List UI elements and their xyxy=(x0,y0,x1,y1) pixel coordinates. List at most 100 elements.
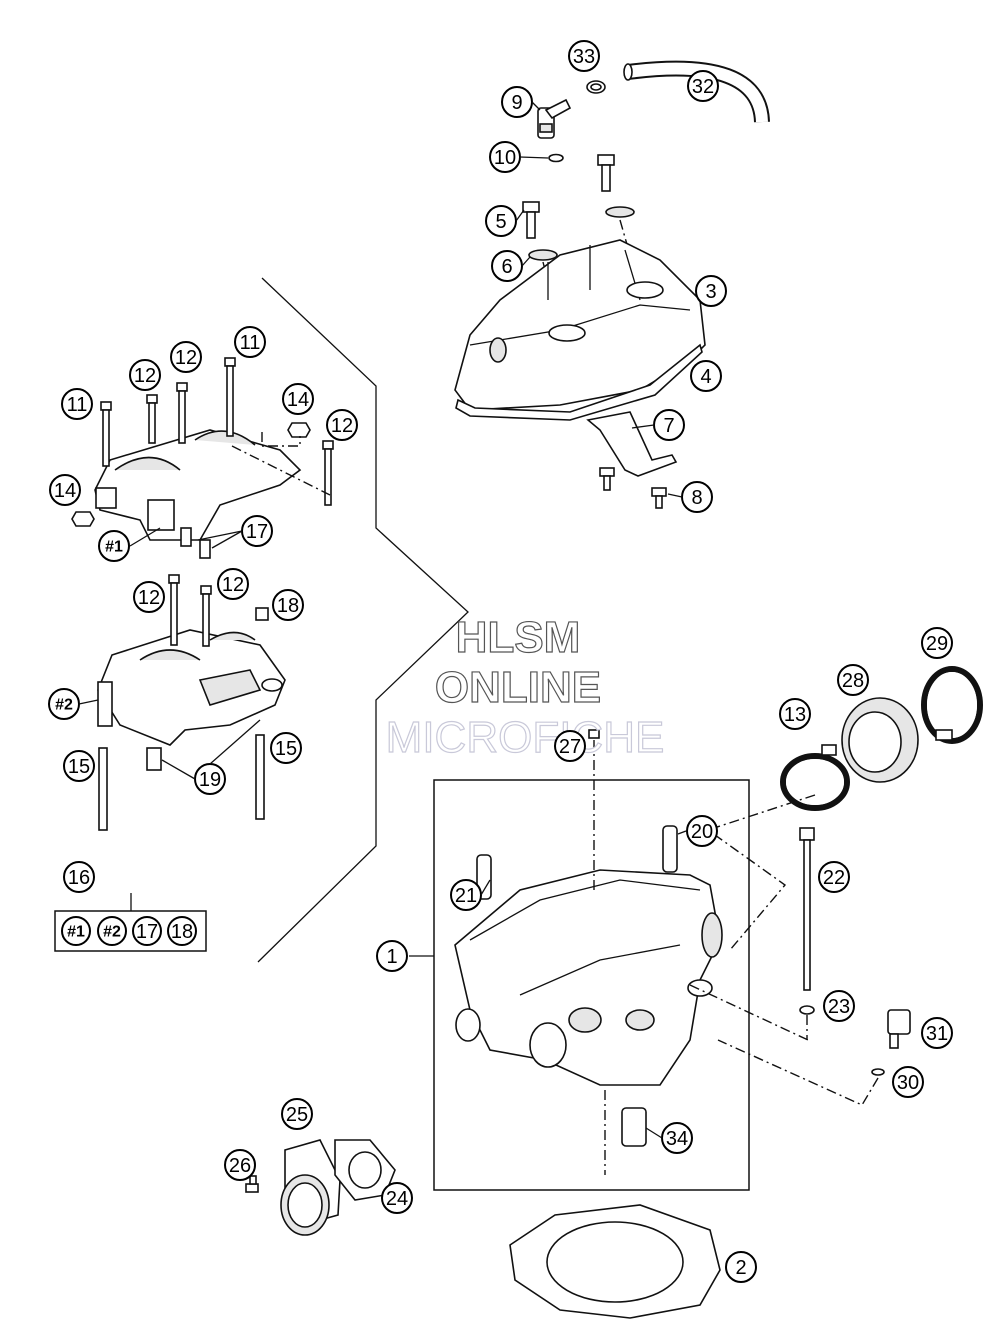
callout-label: 28 xyxy=(842,670,864,692)
valve-cover xyxy=(454,239,706,411)
callout-4: 4 xyxy=(690,360,722,392)
o-ring-10 xyxy=(548,153,564,163)
kit-item-hash1: #1 xyxy=(61,916,91,946)
callout-23: 23 xyxy=(823,990,855,1022)
watermark-line-3: MICROFICHE xyxy=(386,713,665,762)
callout-16: 16 xyxy=(63,861,95,893)
hose-clamp-13 xyxy=(780,744,850,811)
watermark-line-2: ONLINE xyxy=(435,663,601,712)
cover-bolt-left xyxy=(522,201,558,261)
breather-fitting xyxy=(537,98,572,139)
callout-33: 33 xyxy=(568,40,600,72)
callout-hash1: #1 xyxy=(98,530,130,562)
callout-27: 27 xyxy=(554,730,586,762)
lower-camshaft-bridge xyxy=(97,629,286,746)
callout-label: 33 xyxy=(573,46,595,68)
bolt-12-d xyxy=(168,574,180,646)
callout-label: 4 xyxy=(700,366,711,388)
callout-label: 21 xyxy=(455,885,477,907)
callout-11a: 11 xyxy=(61,388,93,420)
callout-12e: 12 xyxy=(217,568,249,600)
callout-label: 29 xyxy=(926,633,948,655)
callout-hash2: #2 xyxy=(48,688,80,720)
callout-label: 26 xyxy=(229,1155,251,1177)
bracket-bolt-b xyxy=(651,487,667,509)
kit-item-17: 17 xyxy=(132,916,162,946)
callout-label: 11 xyxy=(240,332,261,354)
callout-9: 9 xyxy=(501,86,533,118)
callout-25: 25 xyxy=(281,1098,313,1130)
callout-label: 12 xyxy=(331,415,353,437)
callout-label: 9 xyxy=(511,92,522,114)
callout-12c: 12 xyxy=(326,409,358,441)
callout-12b: 12 xyxy=(170,341,202,373)
callout-20: 20 xyxy=(686,815,718,847)
callout-12d: 12 xyxy=(133,581,165,613)
head-gasket xyxy=(509,1204,721,1319)
callout-label: 34 xyxy=(666,1128,688,1150)
insert-34 xyxy=(621,1107,647,1147)
exhaust-flange-25 xyxy=(280,1139,341,1236)
callout-label: 20 xyxy=(691,821,713,843)
bracket-bolt-a xyxy=(599,467,615,491)
nut-14-left xyxy=(71,511,95,527)
stud-15-left xyxy=(98,747,108,831)
callout-label: 12 xyxy=(138,587,160,609)
callout-29: 29 xyxy=(921,627,953,659)
callout-22: 22 xyxy=(818,861,850,893)
callout-label: 13 xyxy=(784,704,806,726)
kit-item-label: #2 xyxy=(103,924,121,941)
callout-10: 10 xyxy=(489,141,521,173)
clamp-29 xyxy=(921,666,983,744)
callout-label: 8 xyxy=(691,487,702,509)
exhaust-gasket-24 xyxy=(334,1139,396,1201)
callout-label: 12 xyxy=(134,365,156,387)
callout-label: 15 xyxy=(275,738,297,760)
bolt-12-c xyxy=(322,440,334,506)
callout-label: 12 xyxy=(175,347,197,369)
cylinder-head-frame xyxy=(433,779,750,1191)
callout-label: 1 xyxy=(386,946,397,968)
callout-1: 1 xyxy=(376,940,408,972)
callout-3: 3 xyxy=(695,275,727,307)
callout-label: #2 xyxy=(55,697,73,714)
kit-item-label: 18 xyxy=(171,921,193,943)
callout-24: 24 xyxy=(381,1182,413,1214)
callout-5: 5 xyxy=(485,205,517,237)
valve-cover-gasket xyxy=(455,343,703,421)
callout-14b: 14 xyxy=(49,474,81,506)
valve-guide-21 xyxy=(476,854,492,900)
callout-30: 30 xyxy=(892,1066,924,1098)
callout-21: 21 xyxy=(450,879,482,911)
callout-label: 32 xyxy=(692,76,714,98)
cover-bracket xyxy=(586,411,678,477)
hose-clamp-small xyxy=(586,80,606,94)
section-divider-line xyxy=(257,277,469,963)
kit-item-label: 17 xyxy=(136,921,158,943)
callout-19: 19 xyxy=(194,763,226,795)
callout-label: 16 xyxy=(68,867,90,889)
callout-15b: 15 xyxy=(270,732,302,764)
callout-label: 2 xyxy=(735,1257,746,1279)
callout-label: 6 xyxy=(501,256,512,278)
callout-label: 5 xyxy=(495,211,506,233)
callout-label: 31 xyxy=(926,1023,948,1045)
leader-lines xyxy=(78,101,687,1139)
callout-6: 6 xyxy=(491,250,523,282)
callout-label: 30 xyxy=(897,1072,919,1094)
valve-guide-20 xyxy=(662,825,678,873)
callout-label: 19 xyxy=(199,769,221,791)
bolt-27 xyxy=(588,729,600,739)
callout-label: 24 xyxy=(386,1188,408,1210)
cover-bolt-right xyxy=(597,154,635,218)
callout-15a: 15 xyxy=(63,750,95,782)
callout-label: 18 xyxy=(277,595,299,617)
callout-34: 34 xyxy=(661,1122,693,1154)
callout-label: 22 xyxy=(823,867,845,889)
temp-sensor-31 xyxy=(887,1009,911,1049)
callout-label: 23 xyxy=(828,996,850,1018)
bolt-12-e xyxy=(200,585,212,647)
intake-boot-28 xyxy=(841,697,919,783)
callout-label: 7 xyxy=(663,415,674,437)
bolt-26 xyxy=(245,1175,259,1193)
